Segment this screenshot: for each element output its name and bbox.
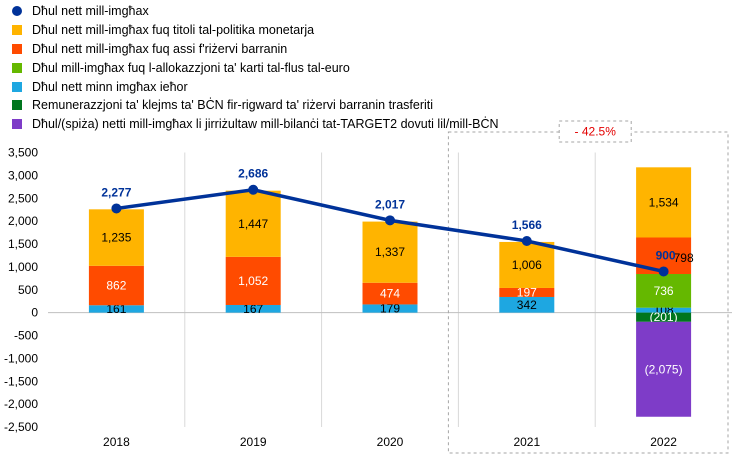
y-tick-label: 1,000 [8, 260, 38, 274]
bar-data-label: (2,075) [645, 362, 683, 376]
y-tick-label: -2,000 [4, 397, 38, 411]
bar-data-label: 1,337 [375, 245, 405, 259]
legend-label: Dħul nett mill-imgħax fuq assi f'riżervi… [32, 41, 288, 56]
bar-segment [636, 274, 692, 308]
legend-item-s4: Remunerazzjoni ta' klejms ta' BĊN fir-ri… [12, 96, 499, 115]
bar-data-label: (201) [650, 310, 678, 324]
y-tick-label: -1,500 [4, 374, 38, 388]
legend-item-s3: Dħul nett mill-imgħax fuq titoli tal-pol… [12, 21, 499, 40]
line-point [521, 235, 532, 246]
bar-segment [636, 312, 692, 322]
y-tick-label: -500 [14, 329, 38, 343]
x-tick-label: 2020 [377, 435, 404, 449]
bar-segment [225, 256, 281, 305]
legend-label: Dħul mill-imgħax fuq l-allokazzjoni ta' … [32, 60, 350, 75]
bar-data-label: 1,534 [649, 195, 679, 209]
legend-item-s0: Dħul nett minn imgħax ieħor [12, 77, 499, 96]
bar-segment [636, 307, 692, 313]
legend-swatch [12, 6, 22, 17]
legend-item-line: Dħul nett mill-imgħax [12, 2, 499, 21]
line-data-label: 1,566 [512, 218, 542, 232]
bar-data-label: 167 [243, 302, 263, 316]
y-tick-label: 0 [31, 306, 38, 320]
bar-segment [636, 321, 692, 417]
legend-swatch [12, 43, 22, 54]
y-tick-label: 2,500 [8, 191, 38, 205]
line-point [111, 203, 122, 214]
bar-data-label: 1,006 [512, 258, 542, 272]
legend-item-s1: Dħul nett mill-imgħax fuq assi f'riżervi… [12, 40, 499, 59]
legend-label: Remunerazzjoni ta' klejms ta' BĊN fir-ri… [32, 98, 434, 113]
bar-segment [362, 282, 418, 305]
legend-item-s5: Dħul/(spiża) netti mill-imgħax li jirriż… [12, 115, 499, 134]
bar-segment [225, 304, 281, 313]
legend-item-s2: Dħul mill-imgħax fuq l-allokazzjoni ta' … [12, 58, 499, 77]
bar-data-label: 197 [517, 285, 537, 299]
annotation-label-box [558, 120, 632, 143]
bar-data-label: 179 [380, 302, 400, 316]
legend-label: Dħul nett minn imgħax ieħor [32, 79, 188, 94]
x-tick-label: 2018 [103, 435, 130, 449]
y-tick-label: 500 [18, 283, 38, 297]
line-point [248, 184, 259, 195]
bar-segment [88, 209, 144, 266]
bar-data-label: 736 [654, 284, 674, 298]
bar-segment [499, 287, 555, 297]
legend-label: Dħul/(spiża) netti mill-imgħax li jirriż… [32, 117, 499, 132]
y-tick-label: 3,500 [8, 146, 38, 160]
line-data-label: 2,017 [375, 197, 405, 211]
bar-segment [88, 305, 144, 313]
y-tick-label: 3,000 [8, 168, 38, 182]
bar-data-label: 342 [517, 298, 537, 312]
legend-swatch [12, 25, 22, 36]
legend-swatch [12, 119, 22, 130]
bar-segment [362, 304, 418, 313]
line-data-label: 2,277 [101, 185, 131, 199]
y-tick-label: -2,500 [4, 420, 38, 434]
y-tick-label: 2,000 [8, 214, 38, 228]
bar-data-label: 474 [380, 287, 400, 301]
x-tick-label: 2022 [650, 435, 677, 449]
line-data-label: 900 [656, 248, 676, 262]
legend-label: Dħul nett mill-imgħax [32, 4, 149, 19]
bar-segment [636, 167, 692, 238]
bar-data-label: 1,052 [238, 274, 268, 288]
bar-data-label: 798 [674, 251, 694, 265]
bar-segment [88, 265, 144, 306]
bar-data-label: 1,447 [238, 217, 268, 231]
legend-swatch [12, 81, 22, 92]
x-tick-label: 2019 [240, 435, 267, 449]
bar-data-label: 161 [106, 302, 126, 316]
y-tick-label: 1,500 [8, 237, 38, 251]
bar-data-label: 1,235 [101, 231, 131, 245]
line-point [385, 215, 395, 226]
legend-swatch [12, 62, 22, 73]
bar-segment [499, 241, 555, 288]
bar-segment [499, 296, 555, 313]
legend-swatch [12, 100, 22, 111]
legend-label: Dħul nett mill-imgħax fuq titoli tal-pol… [32, 23, 315, 38]
y-tick-label: -1,000 [4, 351, 38, 365]
line-data-label: 2,686 [238, 167, 268, 181]
annotation-label: - 42.5% [575, 125, 617, 139]
x-tick-label: 2021 [513, 435, 540, 449]
bar-segment [362, 221, 418, 283]
bar-segment [225, 190, 281, 257]
bar-data-label: 862 [106, 279, 126, 293]
line-point [658, 266, 669, 277]
